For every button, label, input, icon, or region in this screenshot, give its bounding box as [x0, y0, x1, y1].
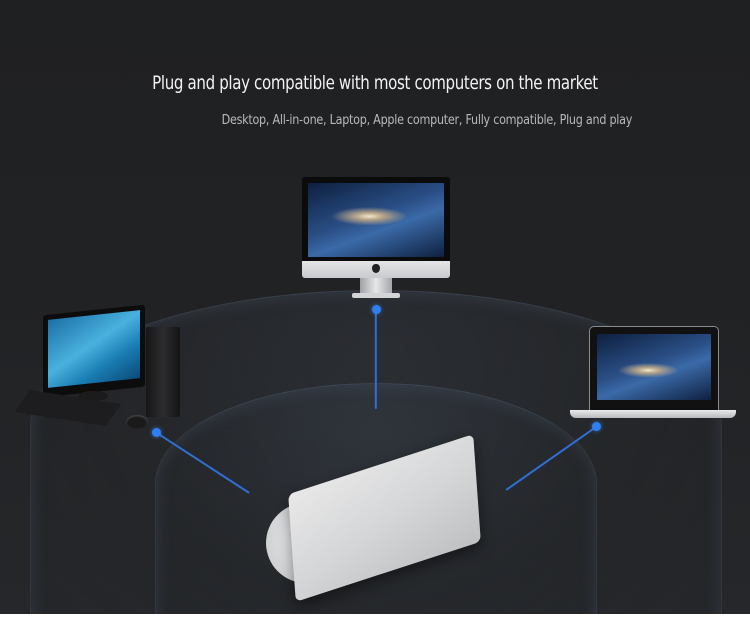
- desktop-computer-image: [14, 304, 188, 435]
- apple-logo-icon: [372, 264, 380, 273]
- laptop-lid: [589, 326, 719, 412]
- imac-bezel: [302, 177, 450, 261]
- connector-dot-left: [152, 428, 161, 437]
- banner-subtitle: Desktop, All-in-one, Laptop, Apple compu…: [221, 113, 633, 128]
- imac-screen: [308, 183, 444, 257]
- imac-foot: [352, 293, 400, 298]
- pc-screen: [48, 310, 140, 388]
- external-optical-drive-image: [262, 434, 502, 602]
- connector-dot-right: [592, 422, 601, 431]
- all-in-one-computer-image: [302, 177, 450, 305]
- laptop-screen: [597, 334, 711, 400]
- mouse: [126, 415, 148, 429]
- laptop-base: [570, 410, 736, 418]
- pc-monitor-stand: [78, 391, 108, 401]
- drive-body: [288, 434, 481, 602]
- laptop-computer-image: [570, 326, 736, 422]
- banner-title: Plug and play compatible with most compu…: [152, 72, 598, 94]
- pc-monitor: [43, 304, 145, 398]
- imac-stand: [360, 278, 392, 295]
- pc-tower: [146, 327, 180, 417]
- connector-line-top: [375, 310, 377, 409]
- connector-dot-top: [372, 305, 381, 314]
